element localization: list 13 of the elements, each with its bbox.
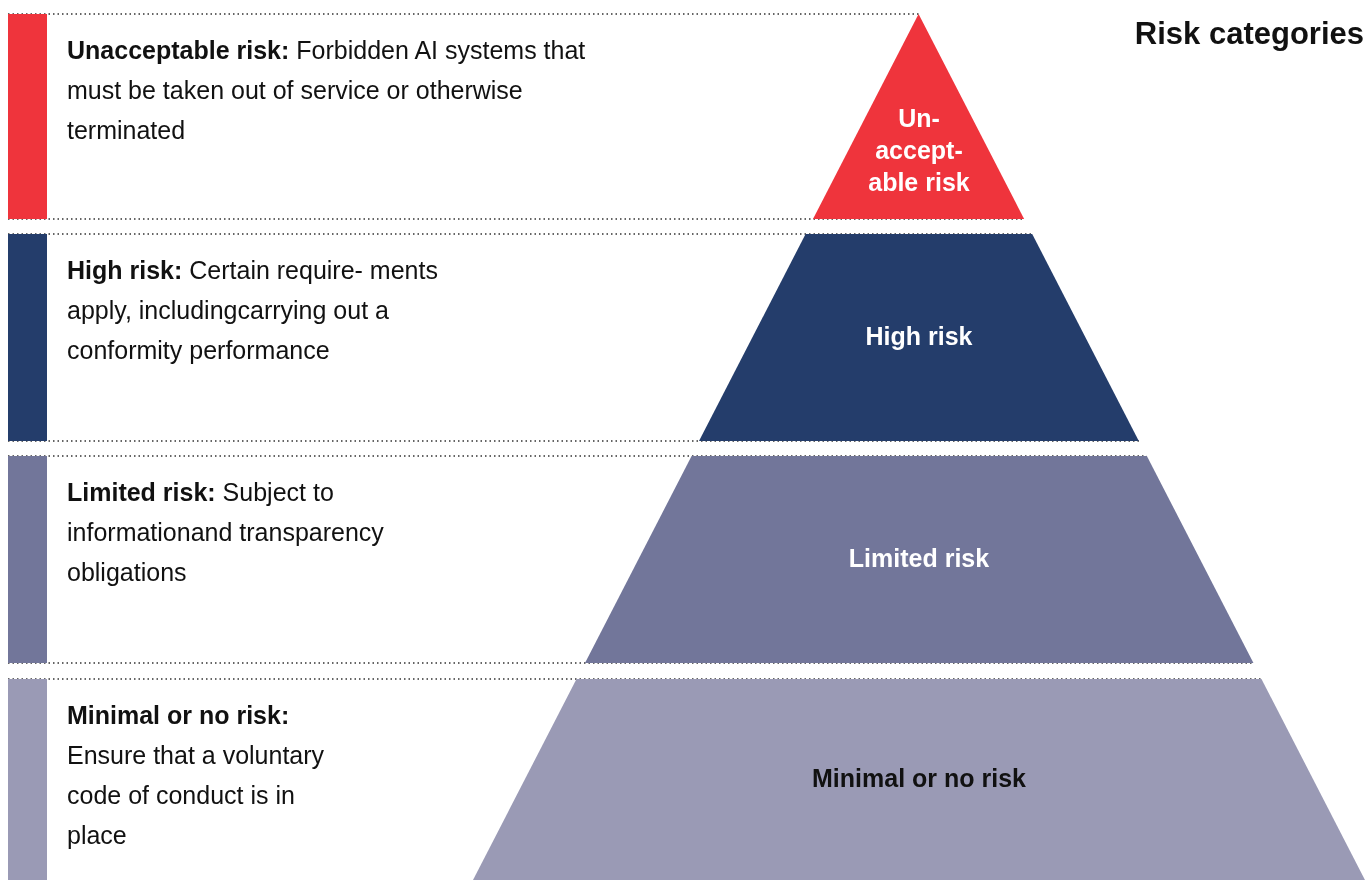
description-text: Limited risk: Subject to informationand transparency obligations	[67, 477, 385, 588]
description-text: Minimal or no risk: Ensure that a voluntary code of conduct is in place	[67, 700, 326, 851]
pyramid-level	[813, 14, 1025, 219]
title: Risk categories	[1134, 16, 1364, 52]
pyramid-level	[699, 234, 1139, 441]
description-text: Unacceptable risk: Forbidden AI systems that must be taken out of service or otherwise terminated	[67, 35, 587, 146]
level-label: Limited risk	[847, 542, 991, 574]
level-label: Minimal or no risk	[811, 762, 1027, 794]
level-label: Un- accept- able risk	[867, 103, 971, 198]
pyramid-level	[473, 679, 1365, 880]
level-label: High risk	[864, 320, 974, 352]
pyramid-level	[584, 456, 1254, 663]
description-text: High risk: Certain require- ments apply, includingcarrying out a conformity performance	[67, 255, 439, 366]
